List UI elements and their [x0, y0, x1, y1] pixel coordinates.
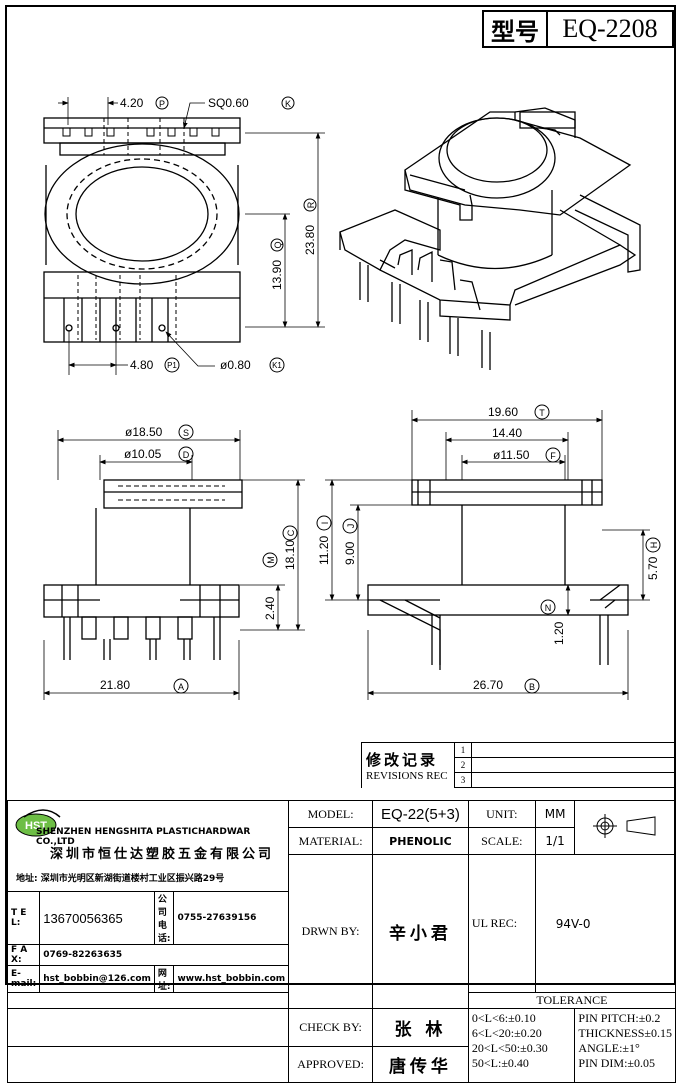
scale-label: SCALE: [467, 827, 536, 855]
ref-d: D [183, 450, 190, 460]
dim-d10-05: ø10.05 [124, 447, 162, 461]
check-label: CHECK BY: [288, 1008, 373, 1047]
hst-logo-icon: HST [15, 809, 61, 837]
dim-sq: SQ0.60 [208, 96, 249, 110]
dim-26-70: 26.70 [473, 678, 503, 692]
check-value: 张 林 [371, 1008, 469, 1047]
dim-4-80: 4.80 [130, 358, 154, 372]
ref-h: H [649, 542, 659, 549]
svg-text:HST: HST [25, 820, 47, 832]
dim-11-20: 11.20 [317, 536, 331, 565]
pin-pitch: PIN PITCH:±0.2 [578, 1011, 661, 1025]
pin-tolerances: PIN PITCH:±0.2 THICKNESS±0.15 ANGLE:±1° … [574, 1008, 676, 1083]
revision-num-2: 2 [454, 757, 472, 773]
fax-label: F A X: [8, 944, 41, 966]
part-number: EQ-2208 [562, 14, 658, 43]
contact-table: T E L: 13670056365 公司电话: 0755-27639156 F… [8, 891, 289, 992]
tel-value: 13670056365 [39, 891, 155, 945]
tol-3: 20<L<50:±0.30 [471, 1041, 548, 1055]
ref-f: F [550, 451, 556, 461]
dim-19-60: 19.60 [488, 405, 518, 419]
revision-num-1: 1 [454, 742, 472, 758]
tolerance-label: TOLERANCE [467, 992, 677, 1009]
ref-m: M [266, 556, 276, 564]
thickness: THICKNESS±0.15 [578, 1026, 672, 1040]
model-label: MODEL: [288, 800, 373, 828]
ref-a: A [178, 682, 184, 692]
ul-label: UL REC: [467, 854, 536, 993]
dim-23-80: 23.80 [303, 225, 317, 255]
web-label: 网 址: [153, 965, 175, 992]
email-value: hst_bobbin@126.com [39, 965, 155, 992]
ref-k1: K1 [272, 361, 282, 370]
top-view [43, 97, 325, 375]
ref-j: J [346, 524, 356, 529]
unit-label: UNIT: [467, 800, 536, 828]
ref-t: T [539, 408, 545, 418]
web-value: www.hst_bobbin.com [173, 965, 289, 992]
tol-2: 6<L<20:±0.20 [471, 1026, 542, 1040]
unit-value: MM [534, 800, 576, 828]
model-label-cn: 型号 [484, 12, 548, 46]
dim-5-70: 5.70 [646, 556, 660, 580]
fax-value: 0769-82263635 [39, 944, 289, 966]
ref-r: R [306, 201, 316, 208]
revisions-title-cn: 修改记录 [366, 750, 439, 769]
dim-2-40: 2.40 [263, 596, 277, 620]
isometric-view [339, 107, 641, 370]
revision-num-3: 3 [454, 772, 472, 788]
dim-d11-50: ø11.50 [493, 448, 530, 462]
co-phone-label: 公司电话: [153, 891, 175, 945]
dim-21-80: 21.80 [100, 678, 130, 692]
approved-value: 唐传华 [371, 1046, 469, 1083]
company-name-en: SHENZHEN HENGSHITA PLASTICHARDWAR CO.,LT… [36, 827, 251, 847]
tel-label: T E L: [8, 891, 41, 945]
ref-q: Q [273, 241, 283, 248]
dim-13-90: 13.90 [270, 260, 284, 290]
ref-p: P [159, 99, 165, 109]
company-name-cn: 深圳市恒仕达塑胶五金有限公司 [50, 847, 275, 862]
side-view [325, 410, 650, 700]
ref-p1: P1 [167, 361, 177, 370]
dim-pitch: 4.20 [120, 96, 144, 110]
pin-dim: PIN DIM:±0.05 [578, 1056, 655, 1070]
first-angle-projection-icon [593, 813, 656, 838]
email-label: E-mail: [8, 965, 41, 992]
material-value: PHENOLIC [371, 827, 469, 855]
tol-1: 0<L<6:±0.10 [471, 1011, 536, 1025]
approved-label: APPROVED: [288, 1046, 373, 1083]
ul-value: 94V-0 [534, 854, 677, 993]
front-view [43, 430, 305, 700]
ref-n: N [545, 603, 552, 613]
ref-c: C [286, 529, 296, 536]
projection-symbol [574, 800, 676, 855]
technical-drawing: 4.20 P SQ0.60 K 23.80 R 13.90 Q 4.80 P1 … [43, 96, 661, 700]
ref-i: I [320, 522, 330, 525]
ref-b: B [529, 682, 535, 692]
tolerance-ranges: 0<L<6:±0.10 6<L<20:±0.20 20<L<50:±0.30 5… [467, 1008, 576, 1083]
dim-18-10: 18.10 [283, 540, 297, 570]
title-block: HST SHENZHEN HENGSHITA PLASTICHARDWAR CO… [6, 800, 677, 1083]
dim-1-20: 1.20 [552, 621, 566, 645]
company-block: HST SHENZHEN HENGSHITA PLASTICHARDWAR CO… [6, 800, 290, 993]
ref-k: K [285, 99, 291, 109]
ref-s: S [183, 428, 189, 438]
model-value: EQ-22(5+3) [371, 800, 469, 828]
angle: ANGLE:±1° [578, 1041, 640, 1055]
dim-9-00: 9.00 [343, 541, 357, 565]
dim-d0-80: ø0.80 [220, 358, 251, 372]
drawn-value: 辛小君 [371, 854, 469, 1009]
title-block-header: 型号 EQ-2208 [482, 10, 674, 48]
dim-d18-50: ø18.50 [125, 425, 163, 439]
tol-4: 50<L:±0.40 [471, 1056, 529, 1070]
drawn-label: DRWN BY: [288, 854, 373, 1009]
revisions-table: 修改记录 REVISIONS REC 1 2 3 [361, 742, 676, 788]
company-address: 地址: 深圳市光明区新湖街道楼村工业区振兴路29号 [16, 874, 225, 884]
material-label: MATERIAL: [288, 827, 373, 855]
co-phone-value: 0755-27639156 [173, 891, 289, 945]
dim-14-40: 14.40 [492, 426, 522, 440]
revisions-title: 修改记录 REVISIONS REC [361, 742, 455, 788]
revisions-title-en: REVISIONS REC [366, 769, 448, 782]
scale-value: 1/1 [534, 827, 576, 855]
